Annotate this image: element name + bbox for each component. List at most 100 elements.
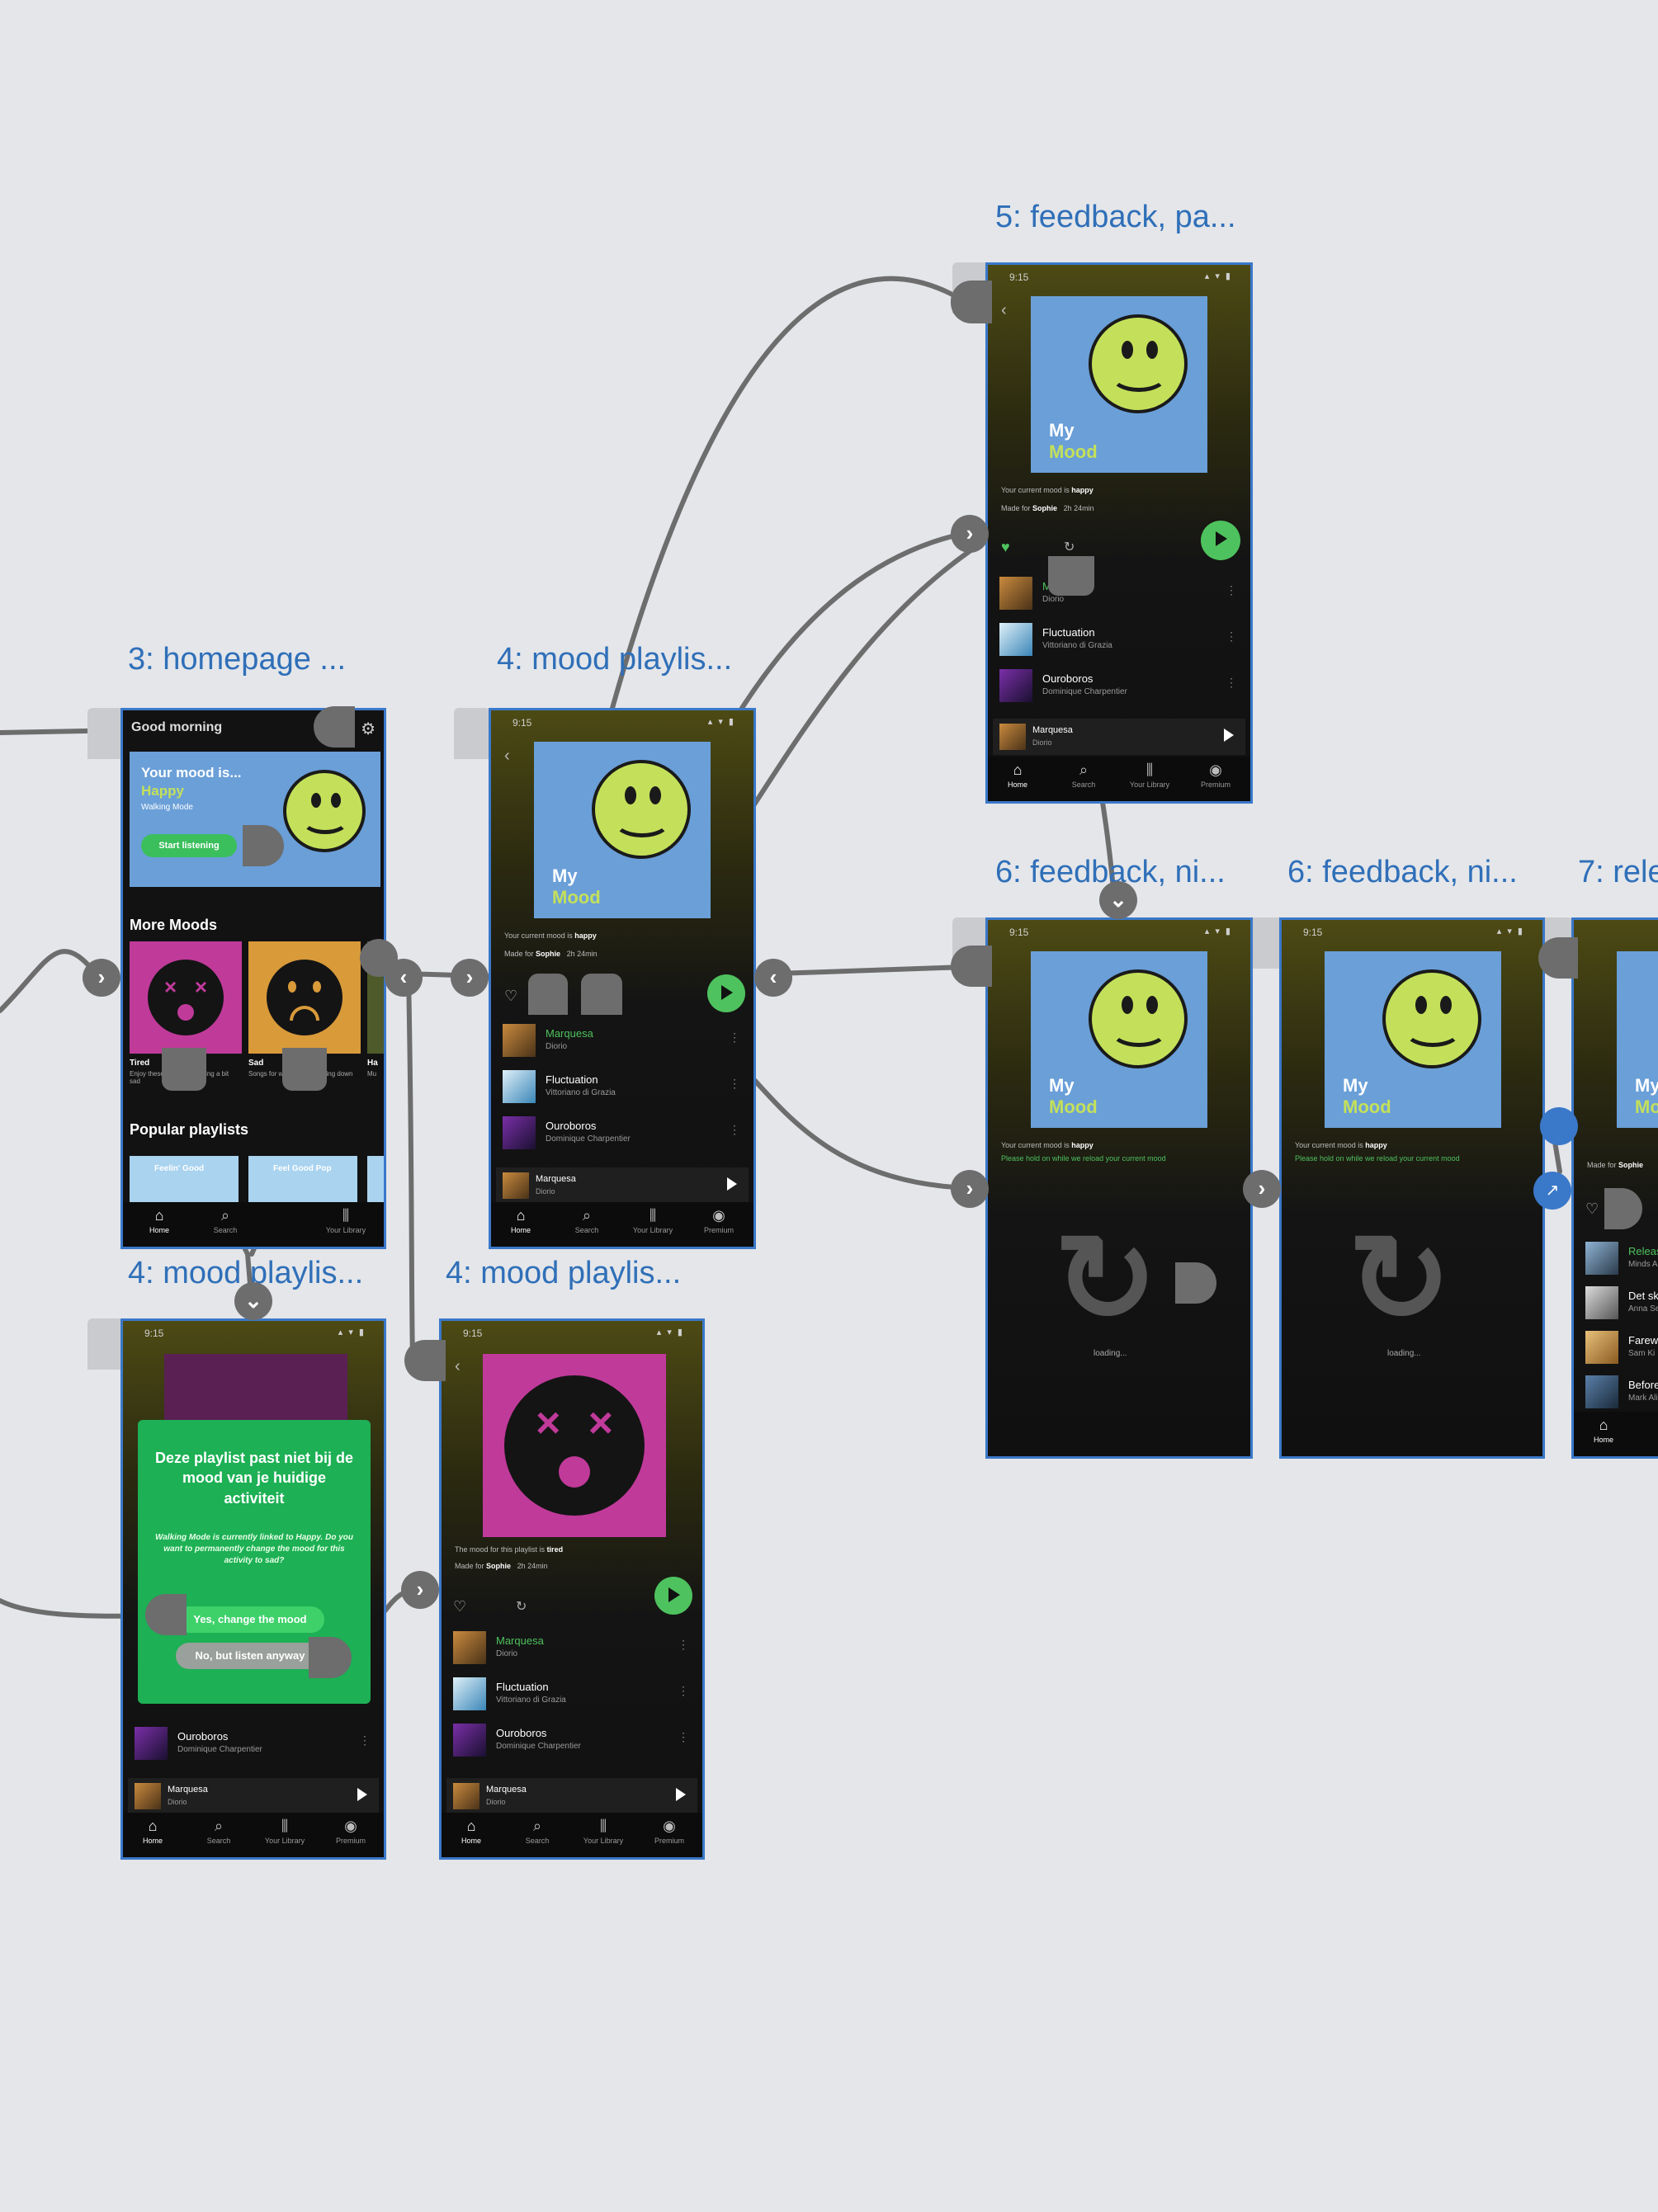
track-row[interactable]: Fluctuation Vittoriano di Grazia ⋮ bbox=[999, 620, 1239, 661]
connector-node-selected[interactable]: ↗ bbox=[1533, 1172, 1571, 1210]
track-row[interactable]: Ouroboros Dominique Charpentier ⋮ bbox=[999, 666, 1239, 707]
connector-node[interactable] bbox=[1604, 1188, 1642, 1229]
artboard-title-mood-playlist-a[interactable]: 4: mood playlis... bbox=[497, 642, 733, 677]
artboard-title-release[interactable]: 7: rele bbox=[1578, 855, 1658, 889]
nav-home[interactable]: ⌂Home bbox=[446, 1818, 496, 1845]
track-row[interactable]: Det ski Anna Se bbox=[1585, 1283, 1658, 1324]
mood-card-tired[interactable]: × × bbox=[130, 941, 242, 1054]
connector-node[interactable] bbox=[145, 1594, 187, 1635]
more-icon[interactable]: ⋮ bbox=[729, 1031, 740, 1044]
artboard-title-homepage[interactable]: 3: homepage ... bbox=[128, 642, 347, 677]
nav-premium[interactable]: ◉Premium bbox=[326, 1818, 376, 1845]
nav-search[interactable]: ⌕Search bbox=[1059, 762, 1108, 789]
now-playing-bar[interactable]: Marquesa Diorio bbox=[496, 1167, 749, 1204]
track-row[interactable]: Marquesa Diorio ⋮ bbox=[999, 573, 1239, 615]
nav-library[interactable]: ⫼Your Library bbox=[321, 1207, 371, 1234]
track-row[interactable]: Before Mark Ali bbox=[1585, 1372, 1658, 1413]
chevron-down-icon[interactable]: ⌄ bbox=[234, 1282, 272, 1320]
nav-home[interactable]: ⌂Home bbox=[993, 762, 1042, 789]
track-row[interactable]: Marquesa Diorio ⋮ bbox=[503, 1021, 742, 1062]
gear-icon[interactable]: ⚙ bbox=[361, 720, 376, 738]
connector-node[interactable] bbox=[243, 825, 284, 866]
play-icon[interactable] bbox=[1224, 729, 1234, 742]
nav-library[interactable]: ⫼Your Library bbox=[1125, 762, 1174, 789]
nav-premium[interactable]: ◉Premium bbox=[1191, 762, 1240, 789]
connector-node[interactable] bbox=[314, 706, 355, 748]
track-row[interactable]: Ouroboros Dominique Charpentier ⋮ bbox=[453, 1720, 691, 1762]
chevron-down-icon[interactable]: ⌄ bbox=[1099, 881, 1137, 919]
connector-node[interactable] bbox=[404, 1340, 446, 1381]
mood-card-sad[interactable] bbox=[248, 941, 361, 1054]
play-icon[interactable] bbox=[676, 1788, 686, 1801]
nav-home[interactable]: ⌂Home bbox=[128, 1818, 177, 1845]
chevron-right-icon[interactable]: › bbox=[451, 959, 489, 997]
connector-node-selected[interactable] bbox=[1540, 1107, 1578, 1145]
more-icon[interactable]: ⋮ bbox=[1226, 630, 1237, 643]
nav-library[interactable]: ⫼Your Library bbox=[628, 1207, 678, 1234]
chevron-left-icon[interactable]: ‹ bbox=[385, 959, 423, 997]
connector-node[interactable] bbox=[951, 946, 992, 987]
play-button[interactable] bbox=[1201, 521, 1240, 560]
more-icon[interactable]: ⋮ bbox=[729, 1123, 740, 1136]
heart-icon[interactable]: ♥ bbox=[1001, 539, 1010, 555]
track-row[interactable]: Ouroboros Dominique Charpentier ⋮ bbox=[503, 1113, 742, 1154]
now-playing-bar[interactable]: Marquesa Diorio bbox=[993, 719, 1245, 755]
play-icon[interactable] bbox=[727, 1177, 737, 1191]
connector-node[interactable] bbox=[581, 974, 622, 1015]
nav-search[interactable]: ⌕Search bbox=[513, 1818, 562, 1845]
connector-node[interactable] bbox=[162, 1048, 206, 1091]
artboard-title-feedback-ni-b[interactable]: 6: feedback, ni... bbox=[1287, 855, 1518, 889]
nav-search[interactable]: ⌕Search bbox=[194, 1818, 243, 1845]
track-row[interactable]: Fluctuation Vittoriano di Grazia ⋮ bbox=[453, 1674, 691, 1715]
connector-node[interactable] bbox=[528, 974, 568, 1015]
more-icon[interactable]: ⋮ bbox=[678, 1638, 689, 1651]
nav-premium[interactable]: ◉Premium bbox=[645, 1818, 694, 1845]
refresh-icon[interactable]: ↻ bbox=[516, 1600, 527, 1614]
chevron-right-icon[interactable]: › bbox=[83, 959, 120, 997]
mood-hero-card[interactable]: Your mood is... Happy Walking Mode Start… bbox=[130, 752, 380, 887]
nav-search[interactable]: ⌕Search bbox=[562, 1207, 612, 1234]
track-row[interactable]: Farewe Sam Ki bbox=[1585, 1328, 1658, 1369]
play-icon[interactable] bbox=[357, 1788, 367, 1801]
artboard-title-mood-playlist-c[interactable]: 4: mood playlis... bbox=[446, 1256, 682, 1290]
back-arrow-icon[interactable]: ‹ bbox=[504, 747, 510, 765]
now-playing-bar[interactable]: Marquesa Diorio bbox=[446, 1778, 697, 1814]
track-row[interactable]: Fluctuation Vittoriano di Grazia ⋮ bbox=[503, 1067, 742, 1108]
connector-node[interactable] bbox=[1175, 1262, 1216, 1304]
chevron-left-icon[interactable]: ‹ bbox=[754, 959, 792, 997]
connector-node[interactable] bbox=[1048, 556, 1094, 596]
heart-icon[interactable]: ♡ bbox=[453, 1598, 467, 1615]
playlist-tile[interactable] bbox=[367, 1156, 384, 1205]
refresh-icon[interactable]: ↻ bbox=[1064, 540, 1075, 554]
track-row[interactable]: Ouroboros Dominique Charpentier ⋮ bbox=[135, 1724, 372, 1765]
more-icon[interactable]: ⋮ bbox=[1226, 583, 1237, 597]
more-icon[interactable]: ⋮ bbox=[1226, 676, 1237, 689]
connector-node[interactable] bbox=[309, 1637, 352, 1678]
track-row[interactable]: Release Minds Ali bbox=[1585, 1238, 1658, 1280]
nav-library[interactable]: ⫼Your Library bbox=[579, 1818, 628, 1845]
chevron-right-icon[interactable]: › bbox=[951, 515, 989, 553]
play-button[interactable] bbox=[654, 1577, 692, 1615]
connector-node[interactable] bbox=[1538, 937, 1578, 979]
start-listening-button[interactable]: Start listening bbox=[141, 834, 237, 857]
play-button[interactable] bbox=[707, 974, 745, 1012]
nav-search[interactable]: ⌕Search bbox=[201, 1207, 250, 1234]
more-icon[interactable]: ⋮ bbox=[729, 1077, 740, 1090]
heart-icon[interactable]: ♡ bbox=[504, 988, 518, 1004]
no-listen-anyway-button[interactable]: No, but listen anyway bbox=[176, 1643, 324, 1669]
back-arrow-icon[interactable]: ‹ bbox=[455, 1357, 461, 1375]
track-row[interactable]: Marquesa Diorio ⋮ bbox=[453, 1628, 691, 1669]
more-icon[interactable]: ⋮ bbox=[678, 1730, 689, 1743]
now-playing-bar[interactable]: Marquesa Diorio bbox=[128, 1778, 379, 1814]
heart-icon[interactable]: ♡ bbox=[1585, 1200, 1599, 1217]
nav-home[interactable]: ⌂Home bbox=[496, 1207, 546, 1234]
nav-home[interactable]: ⌂Home bbox=[135, 1207, 184, 1234]
playlist-tile[interactable]: Feelin' Good bbox=[130, 1156, 239, 1205]
yes-change-mood-button[interactable]: Yes, change the mood bbox=[176, 1606, 324, 1633]
nav-premium[interactable]: ◉Premium bbox=[694, 1207, 744, 1234]
connector-node[interactable] bbox=[282, 1048, 327, 1091]
more-icon[interactable]: ⋮ bbox=[678, 1684, 689, 1697]
more-icon[interactable]: ⋮ bbox=[359, 1733, 371, 1747]
connector-node[interactable] bbox=[951, 281, 992, 323]
artboard-title-feedback-pa[interactable]: 5: feedback, pa... bbox=[995, 200, 1236, 234]
